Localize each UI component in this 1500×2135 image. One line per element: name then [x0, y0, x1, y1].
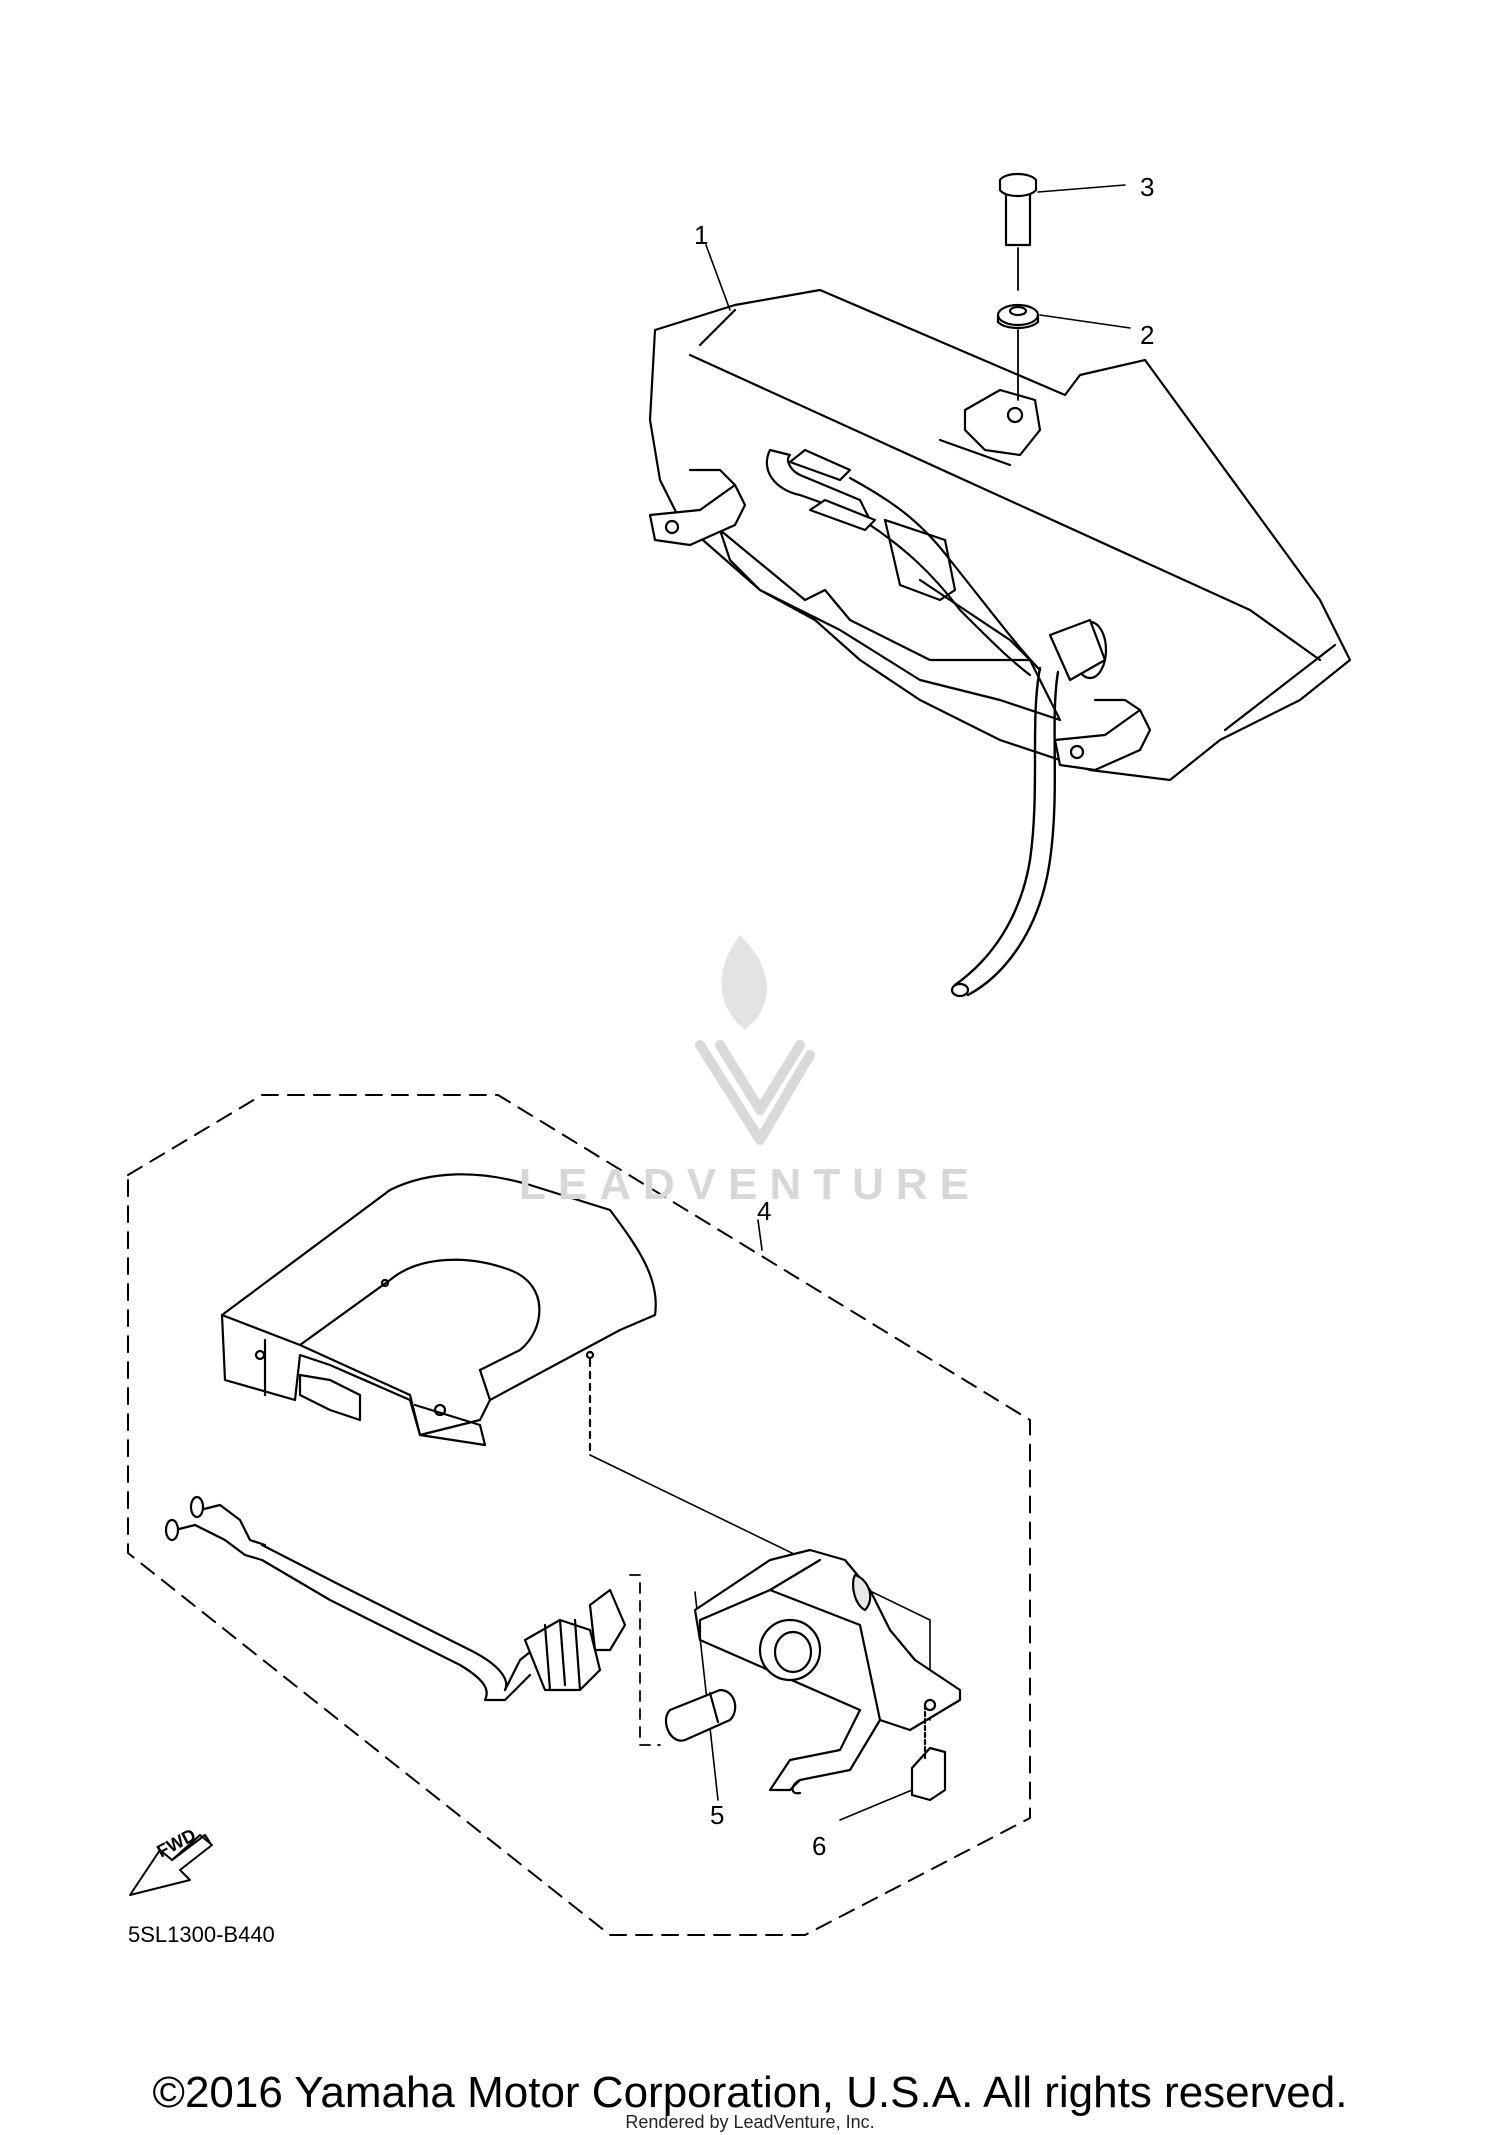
screw-bottom — [910, 1703, 947, 1802]
assembly-dashed-boundary — [127, 1094, 1031, 1936]
callout-3: 3 — [1140, 172, 1155, 202]
callout-2: 2 — [1140, 320, 1155, 350]
tail-light-housing — [648, 288, 1352, 998]
watermark-text: LEADVENTURE — [518, 1160, 982, 1209]
leadventure-logo-watermark — [695, 935, 815, 1145]
diagram-code: 5SL1300-B440 — [128, 1922, 275, 1947]
license-light-cover — [220, 1173, 931, 1721]
callout-5: 5 — [710, 1800, 725, 1830]
washer — [996, 303, 1040, 330]
bulb — [664, 1688, 737, 1742]
callout-4: 4 — [757, 1196, 772, 1226]
license-light-harness — [164, 1495, 627, 1702]
callout-6: 6 — [812, 1831, 827, 1861]
screw-top — [998, 172, 1038, 401]
copyright-notice: ©2016 Yamaha Motor Corporation, U.S.A. A… — [152, 2068, 1348, 2117]
fwd-arrow-icon — [129, 1833, 213, 1896]
license-light-lens-housing — [693, 1548, 962, 1795]
rendered-by-notice: Rendered by LeadVenture, Inc. — [625, 2112, 875, 2132]
callout-1: 1 — [694, 220, 709, 250]
